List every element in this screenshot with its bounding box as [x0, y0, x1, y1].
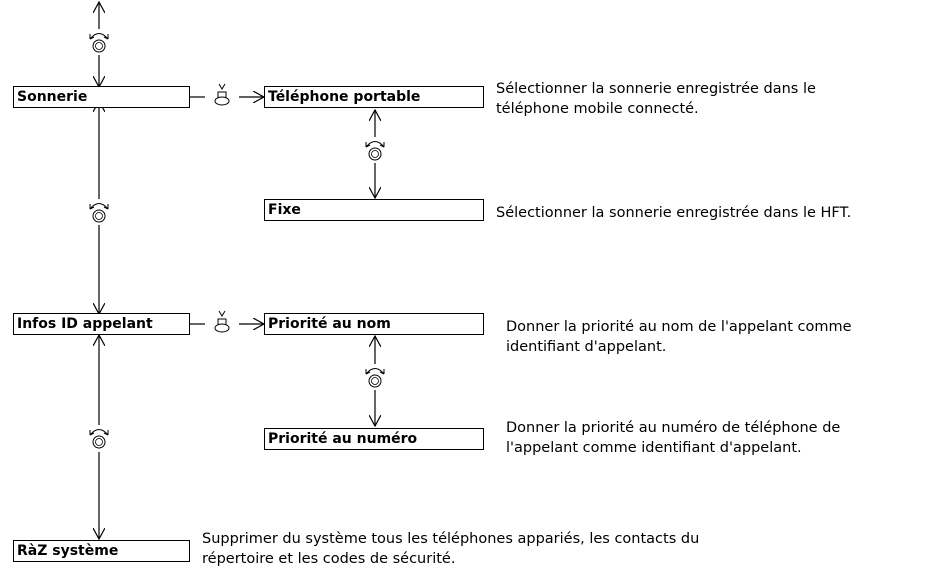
- rotate-knob-icon: [85, 29, 113, 55]
- desc-portable: Sélectionner la sonnerie enregistrée dan…: [496, 79, 816, 119]
- desc-nom: Donner la priorité au nom de l'appelant …: [506, 317, 852, 357]
- menu-raz-systeme[interactable]: RàZ système: [13, 540, 190, 562]
- menu-infos-id-appelant[interactable]: Infos ID appelant: [13, 313, 190, 335]
- desc-nom-line1: Donner la priorité au nom de l'appelant …: [506, 319, 852, 335]
- desc-raz-line1: Supprimer du système tous les téléphones…: [202, 531, 700, 547]
- menu-sonnerie[interactable]: Sonnerie: [13, 86, 190, 108]
- desc-portable-line2: téléphone mobile connecté.: [496, 101, 699, 117]
- desc-fixe: Sélectionner la sonnerie enregistrée dan…: [496, 203, 851, 223]
- press-knob-icon: [214, 83, 230, 106]
- rotate-knob-icon: [85, 425, 113, 451]
- press-knob-icon: [214, 310, 230, 333]
- option-priorite-numero[interactable]: Priorité au numéro: [264, 428, 484, 450]
- rotate-knob-icon: [361, 364, 389, 390]
- desc-numero: Donner la priorité au numéro de téléphon…: [506, 418, 840, 458]
- desc-raz: Supprimer du système tous les téléphones…: [202, 529, 699, 569]
- desc-numero-line1: Donner la priorité au numéro de téléphon…: [506, 420, 841, 436]
- rotate-knob-icon: [85, 199, 113, 225]
- desc-fixe-line1: Sélectionner la sonnerie enregistrée dan…: [496, 205, 852, 221]
- desc-nom-line2: identifiant d'appelant.: [506, 339, 667, 355]
- option-priorite-nom[interactable]: Priorité au nom: [264, 313, 484, 335]
- desc-portable-line1: Sélectionner la sonnerie enregistrée dan…: [496, 81, 816, 97]
- option-telephone-portable[interactable]: Téléphone portable: [264, 86, 484, 108]
- rotate-knob-icon: [361, 137, 389, 163]
- desc-raz-line2: répertoire et les codes de sécurité.: [202, 551, 456, 567]
- option-fixe[interactable]: Fixe: [264, 199, 484, 221]
- desc-numero-line2: l'appelant comme identifiant d'appelant.: [506, 440, 802, 456]
